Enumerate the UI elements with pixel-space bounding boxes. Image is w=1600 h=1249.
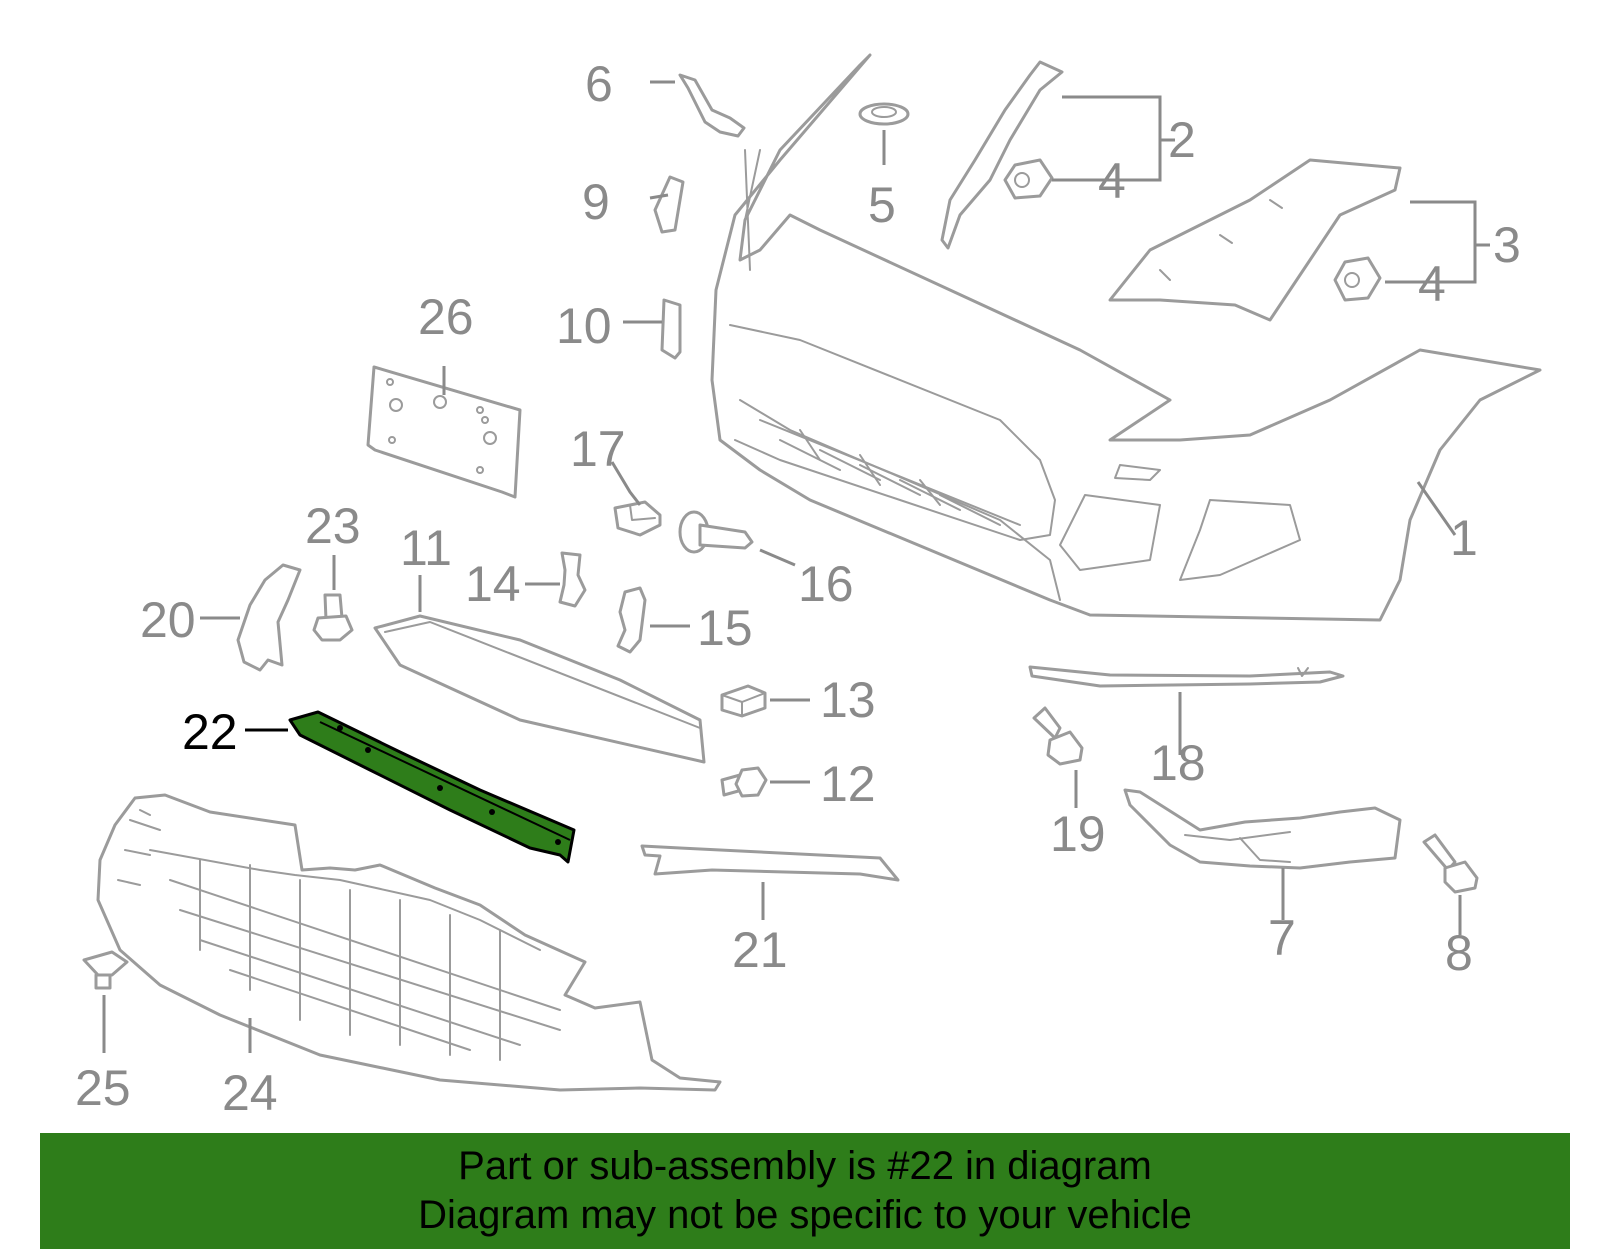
callout-25: 25 bbox=[75, 1060, 131, 1116]
callout-18: 18 bbox=[1150, 735, 1206, 791]
part-17-clip bbox=[613, 500, 662, 537]
callout-16: 16 bbox=[798, 556, 854, 612]
part-14-clip bbox=[558, 551, 587, 608]
part-19-bolt bbox=[1032, 706, 1084, 766]
callout-11: 11 bbox=[400, 520, 452, 576]
part-25-clip bbox=[82, 950, 129, 990]
callout-24: 24 bbox=[222, 1065, 278, 1121]
part-16-push-pin bbox=[678, 510, 754, 554]
part-2-bracket bbox=[940, 60, 1064, 250]
part-1-bumper-cover bbox=[710, 53, 1542, 622]
callout-1: 1 bbox=[1450, 510, 1478, 566]
banner-line-2: Diagram may not be specific to your vehi… bbox=[418, 1193, 1192, 1237]
callout-7: 7 bbox=[1268, 910, 1296, 966]
part-22-highlighted-reinforcement bbox=[288, 710, 576, 864]
callout-22: 22 bbox=[182, 704, 238, 760]
callout-4b: 4 bbox=[1418, 256, 1446, 312]
callout-8: 8 bbox=[1445, 925, 1473, 981]
part-26-license-plate-bracket bbox=[366, 365, 522, 499]
part-3-bracket bbox=[1108, 158, 1402, 322]
part-10-clip bbox=[660, 298, 682, 360]
callout-20: 20 bbox=[140, 592, 196, 648]
part-23-bolt bbox=[312, 593, 354, 642]
callout-10: 10 bbox=[556, 298, 612, 354]
callout-26: 26 bbox=[418, 289, 474, 345]
part-11-trim-strip bbox=[373, 614, 706, 764]
part-24-undertray bbox=[96, 793, 722, 1092]
part-21-bracket-strip bbox=[640, 844, 900, 882]
callout-21: 21 bbox=[732, 922, 788, 978]
callout-3: 3 bbox=[1493, 217, 1521, 273]
part-9-clip bbox=[653, 175, 685, 234]
part-5-grommet bbox=[858, 102, 910, 126]
part-18-strip bbox=[1028, 665, 1345, 688]
callout-15: 15 bbox=[697, 600, 753, 656]
callout-labels: 6 2 4 5 9 3 4 26 10 17 23 1 11 16 14 20 … bbox=[75, 56, 1521, 1121]
callout-17: 17 bbox=[570, 421, 626, 477]
part-12-bolt bbox=[720, 766, 768, 798]
part-7-bracket bbox=[1123, 788, 1402, 870]
part-6-pin bbox=[678, 73, 746, 138]
part-4-nut-a bbox=[1003, 158, 1054, 200]
callout-2: 2 bbox=[1168, 112, 1196, 168]
leader-lines bbox=[102, 80, 1490, 1053]
callout-5: 5 bbox=[868, 177, 896, 233]
callout-9: 9 bbox=[582, 174, 610, 230]
part-8-bolt bbox=[1422, 833, 1479, 894]
callout-19: 19 bbox=[1050, 806, 1106, 862]
info-banner: Part or sub-assembly is #22 in diagram D… bbox=[40, 1133, 1570, 1249]
part-4-nut-b bbox=[1333, 256, 1382, 302]
part-15-clip bbox=[616, 586, 647, 654]
callout-14: 14 bbox=[465, 556, 521, 612]
callout-4a: 4 bbox=[1098, 153, 1126, 209]
callout-23: 23 bbox=[305, 498, 361, 554]
part-20-bracket bbox=[236, 563, 302, 672]
part-13-block bbox=[720, 684, 767, 718]
callout-12: 12 bbox=[820, 756, 876, 812]
callout-13: 13 bbox=[820, 672, 876, 728]
callout-6: 6 bbox=[585, 56, 613, 112]
banner-line-1: Part or sub-assembly is #22 in diagram bbox=[458, 1144, 1152, 1188]
